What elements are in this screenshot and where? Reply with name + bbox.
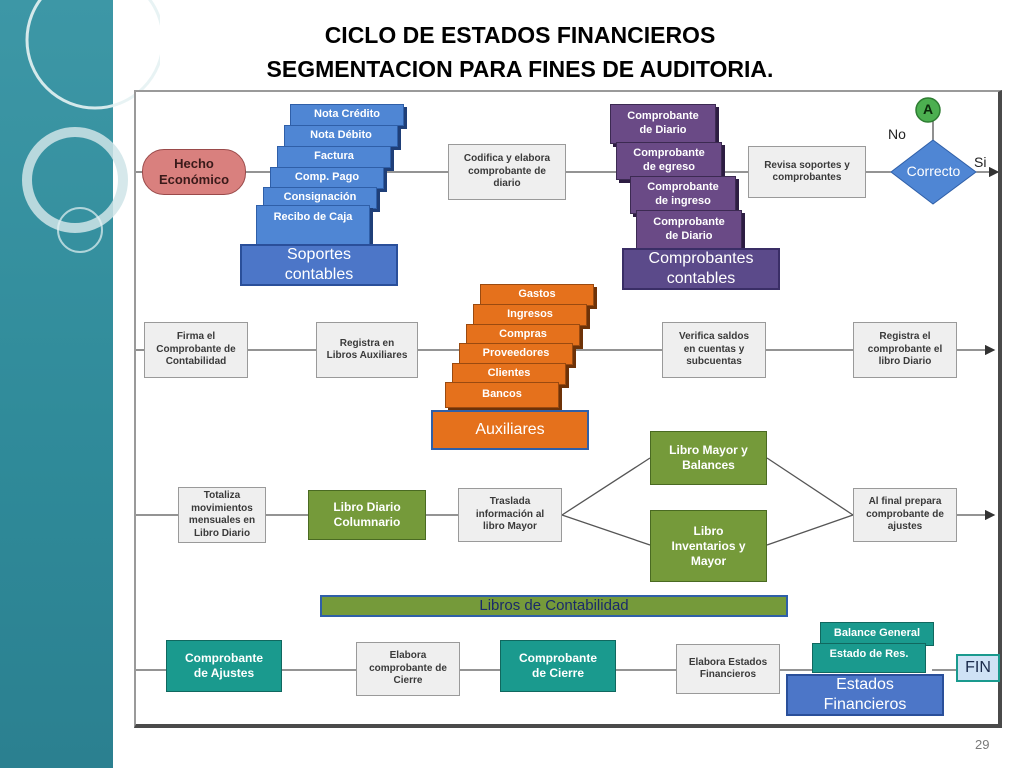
diagram-frame: Hecho Económico Nota Crédito Nota Débito… <box>134 90 1002 728</box>
estados-financieros-label: Estados Financieros <box>786 674 944 716</box>
libro-inventarios-mayor: Libro Inventarios y Mayor <box>650 510 767 582</box>
line-r3-mayor-alfinal <box>766 457 854 516</box>
aux-bancos: Bancos <box>445 382 559 408</box>
step-al-final: Al final prepara comprobante de ajustes <box>853 488 957 542</box>
libro-diario-columnario: Libro Diario Columnario <box>308 490 426 540</box>
decision-label: Correcto <box>906 163 961 180</box>
connector-a-label: A <box>922 101 934 118</box>
comprobante-ajustes: Comprobante de Ajustes <box>166 640 282 692</box>
page-number: 29 <box>975 737 990 752</box>
doc-balance-general: Balance General <box>820 622 934 646</box>
hecho-economico: Hecho Económico <box>142 149 246 195</box>
doc-recibo-caja: Recibo de Caja <box>256 205 370 245</box>
doc-comprobante-diario-2: Comprobante de Diario <box>636 210 742 250</box>
step-traslada: Traslada información al libro Mayor <box>458 488 562 542</box>
step-revisa: Revisa soportes y comprobantes <box>748 146 866 198</box>
doc-estado-resultados: Estado de Res. <box>812 643 926 673</box>
fin-box: FIN <box>956 654 1000 682</box>
comprobantes-contables-label: Comprobantes contables <box>622 248 780 290</box>
doc-comprobante-ingreso: Comprobante de ingreso <box>630 176 736 214</box>
line-r3-traslada-mayor <box>561 457 651 516</box>
step-elabora-estados: Elabora Estados Financieros <box>676 644 780 694</box>
step-totaliza: Totaliza movimientos mensuales en Libro … <box>178 487 266 543</box>
flow-connectors <box>136 97 998 671</box>
doc-comprobante-egreso: Comprobante de egreso <box>616 142 722 180</box>
step-elabora-cierre: Elabora comprobante de Cierre <box>356 642 460 696</box>
line-r3-inventarios-alfinal <box>766 514 854 546</box>
doc-comp-pago: Comp. Pago <box>270 167 384 189</box>
aux-ingresos: Ingresos <box>473 304 587 326</box>
title-line-1: CICLO DE ESTADOS FINANCIEROS <box>324 22 716 48</box>
decision-no-label: No <box>888 126 906 142</box>
connector-a-circle <box>915 97 941 123</box>
auxiliares-label: Auxiliares <box>431 410 589 450</box>
decision-diamond <box>890 139 977 205</box>
doc-comprobante-diario-1: Comprobante de Diario <box>610 104 716 144</box>
step-firma: Firma el Comprobante de Contabilidad <box>144 322 248 378</box>
soportes-contables-label: Soportes contables <box>240 244 398 286</box>
line-r3-traslada-inventarios <box>561 514 651 546</box>
doc-nota-debito: Nota Débito <box>284 125 398 147</box>
side-band <box>0 0 113 768</box>
step-codifica: Codifica y elabora comprobante de diario <box>448 144 566 200</box>
step-verifica: Verifica saldos en cuentas y subcuentas <box>662 322 766 378</box>
step-registra-auxiliares: Registra en Libros Auxiliares <box>316 322 418 378</box>
libros-contabilidad-label: Libros de Contabilidad <box>320 595 788 617</box>
step-registra-diario: Registra el comprobante el libro Diario <box>853 322 957 378</box>
aux-proveedores: Proveedores <box>459 343 573 365</box>
decorative-rings <box>22 0 160 253</box>
title-line-2: SEGMENTACION PARA FINES DE AUDITORIA. <box>266 56 774 82</box>
libro-mayor-balances: Libro Mayor y Balances <box>650 431 767 485</box>
decision-si-label: Si <box>974 154 987 170</box>
doc-nota-credito: Nota Crédito <box>290 104 404 126</box>
aux-gastos: Gastos <box>480 284 594 306</box>
comprobante-cierre: Comprobante de Cierre <box>500 640 616 692</box>
doc-factura: Factura <box>277 146 391 168</box>
